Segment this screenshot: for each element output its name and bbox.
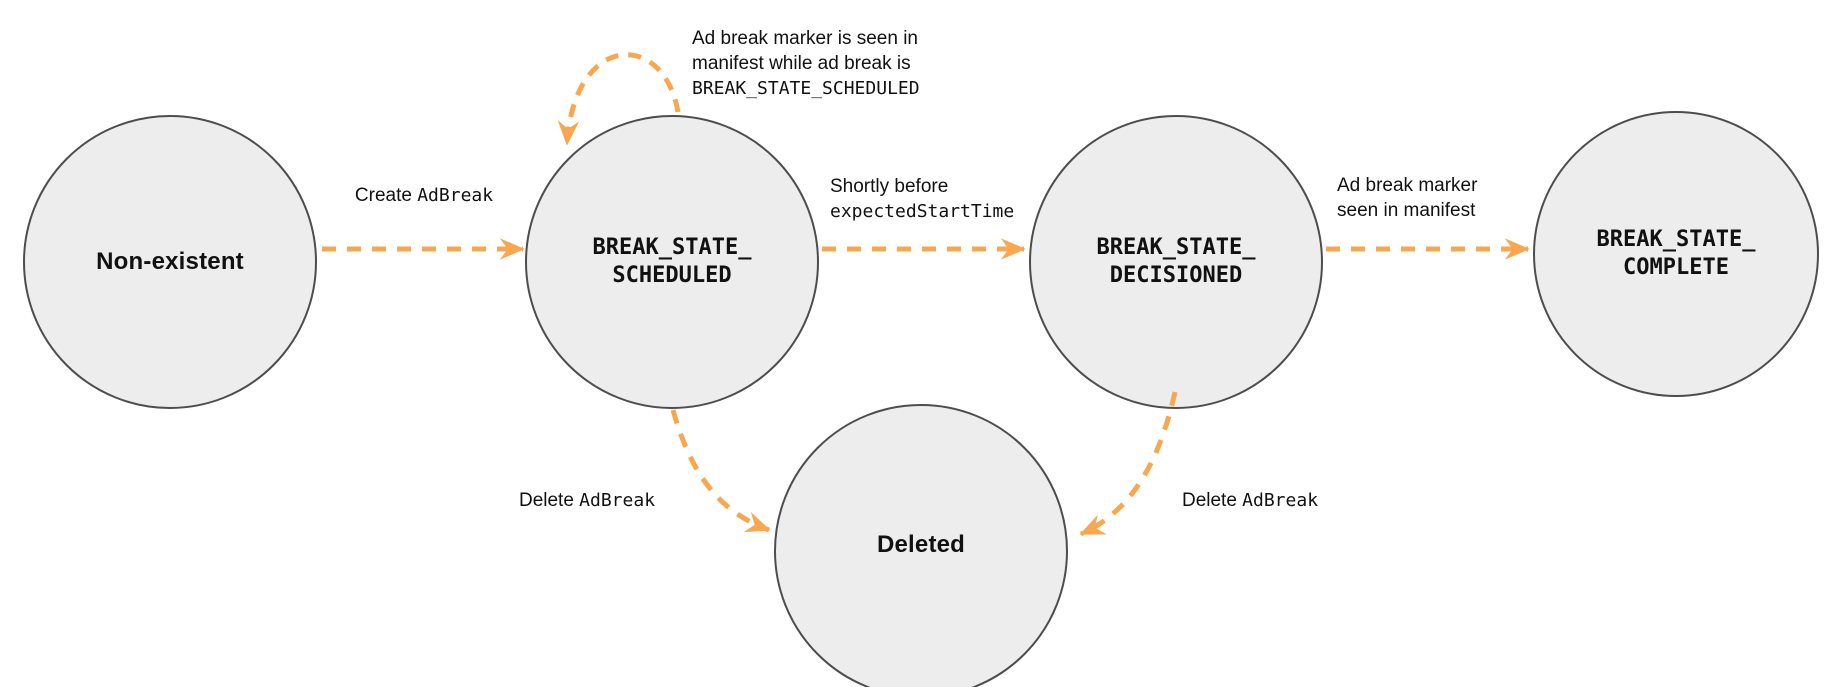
state-node-deleted — [774, 404, 1068, 687]
node-label-line: BREAK_STATE_ — [1596, 227, 1756, 252]
state-node-break-state-decisioned — [1029, 115, 1323, 409]
edge-label-self-loop: Ad break marker is seen in manifest whil… — [692, 26, 920, 101]
state-node-break-state-scheduled — [525, 115, 819, 409]
node-label-line: COMPLETE — [1623, 255, 1729, 280]
edge-label-text: Delete — [1181, 490, 1243, 511]
edge-label-code: AdBreak — [417, 185, 494, 206]
state-node-break-state-complete — [1533, 111, 1819, 397]
node-label-line: SCHEDULED — [612, 263, 732, 288]
edge-label-text: Ad break marker is seen in — [692, 28, 918, 49]
node-label-break-state-complete: BREAK_STATE_ COMPLETE — [1597, 226, 1756, 282]
edge-label-shortly-before: Shortly before expectedStartTime — [830, 174, 1014, 224]
node-label-line: BREAK_STATE_ — [592, 235, 752, 260]
edge-delete-from-scheduled-arrow — [670, 409, 771, 533]
edge-label-text: manifest while ad break is — [692, 53, 911, 74]
node-label-non-existent: Non-existent — [96, 248, 244, 275]
node-label-line: BREAK_STATE_ — [1096, 235, 1256, 260]
edge-label-delete-adbreak-right: Delete AdBreak — [1170, 488, 1330, 513]
edge-label-text: Delete — [518, 490, 580, 511]
edge-label-delete-adbreak-left: Delete AdBreak — [507, 488, 667, 513]
edge-label-text: Create — [354, 185, 418, 206]
node-label-line: DECISIONED — [1109, 263, 1243, 288]
node-label-break-state-decisioned: BREAK_STATE_ DECISIONED — [1097, 234, 1256, 290]
edge-label-text: Shortly before — [830, 176, 949, 197]
state-node-non-existent — [23, 115, 317, 409]
node-label-break-state-scheduled: BREAK_STATE_ SCHEDULED — [593, 234, 752, 290]
edge-label-code: AdBreak — [1242, 490, 1319, 511]
edge-self-loop-scheduled-arrow — [557, 52, 681, 146]
edge-delete-from-decisioned-arrow — [1079, 391, 1178, 537]
node-label-deleted: Deleted — [876, 531, 966, 558]
edge-label-marker-seen: Ad break marker seen in manifest — [1337, 173, 1477, 223]
edge-label-code: expectedStartTime — [830, 201, 1015, 222]
edge-label-text: Ad break marker — [1337, 175, 1478, 196]
edge-label-text: seen in manifest — [1337, 200, 1476, 221]
edge-label-code: BREAK_STATE_SCHEDULED — [692, 78, 920, 99]
edge-label-code: AdBreak — [579, 490, 656, 511]
edge-label-create-adbreak: Create AdBreak — [324, 183, 524, 208]
